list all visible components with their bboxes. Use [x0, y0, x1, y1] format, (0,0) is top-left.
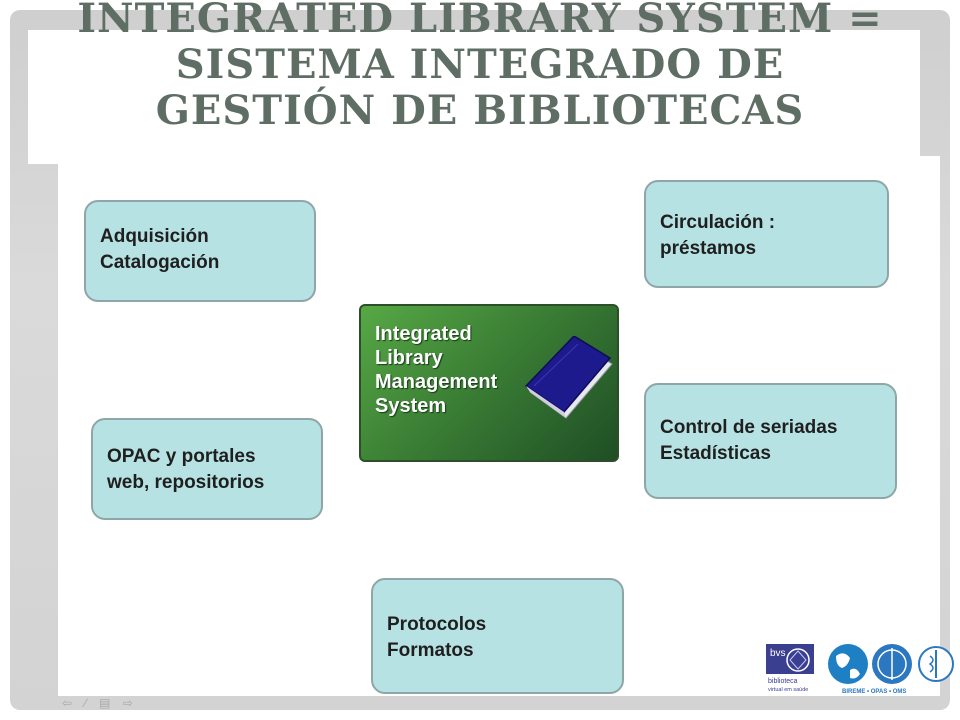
menu-icon[interactable]: ▤ [98, 696, 111, 710]
bireme-opas-oms-logo: BIREME • OPAS • OMS [828, 644, 954, 695]
center-line-2: Library [375, 347, 443, 369]
slide-nav-controls: ⇦ ∕ ▤ ⇨ [62, 694, 141, 712]
bvs-logo-label: bvs [770, 648, 786, 659]
node-opac-line-1: OPAC y portales [107, 446, 256, 467]
node-opac-line-2: web, repositorios [107, 472, 265, 493]
node-acquisition: Adquisición Catalogación [84, 200, 316, 302]
node-serials-line-1: Control de seriadas [660, 417, 838, 438]
node-circulation: Circulación : préstamos [644, 180, 889, 288]
node-acquisition-line-2: Catalogación [100, 252, 220, 273]
node-circulation-line-1: Circulación : [660, 212, 776, 233]
title-line-2: SISTEMA INTEGRADO DE [175, 41, 785, 88]
book-icon [524, 336, 613, 419]
title-line-3: GESTIÓN DE BIBLIOTECAS [155, 87, 805, 134]
arrow-left-icon[interactable]: ⇦ [62, 696, 73, 710]
bvs-logo-line-2: virtual em saúde [768, 687, 808, 693]
center-line-1: Integrated [375, 323, 472, 345]
node-protocols-line-2: Formatos [387, 640, 474, 661]
node-circulation-line-2: préstamos [660, 238, 757, 259]
node-opac: OPAC y portales web, repositorios [91, 418, 323, 520]
partner-logos: bvs biblioteca virtual em saúde BIREME •… [766, 644, 954, 695]
node-serials: Control de seriadas Estadísticas [644, 383, 897, 499]
title-panel [28, 30, 920, 164]
node-protocols: Protocolos Formatos [371, 578, 624, 694]
slide-title: INTEGRATED LIBRARY SYSTEM = SISTEMA INTE… [0, 0, 960, 134]
arrow-right-icon[interactable]: ⇨ [122, 696, 133, 710]
pen-icon[interactable]: ∕ [84, 696, 87, 710]
center-line-3: Management [375, 371, 498, 393]
node-serials-line-2: Estadísticas [660, 443, 771, 464]
title-line-1: INTEGRATED LIBRARY SYSTEM = [77, 0, 883, 42]
node-acquisition-line-1: Adquisición [100, 226, 209, 247]
center-line-4: System [375, 395, 447, 417]
node-protocols-line-1: Protocolos [387, 614, 487, 635]
bvs-logo-line-1: biblioteca [768, 678, 798, 685]
bvs-logo: bvs biblioteca virtual em saúde [766, 644, 814, 693]
bireme-caption: BIREME • OPAS • OMS [842, 689, 906, 695]
